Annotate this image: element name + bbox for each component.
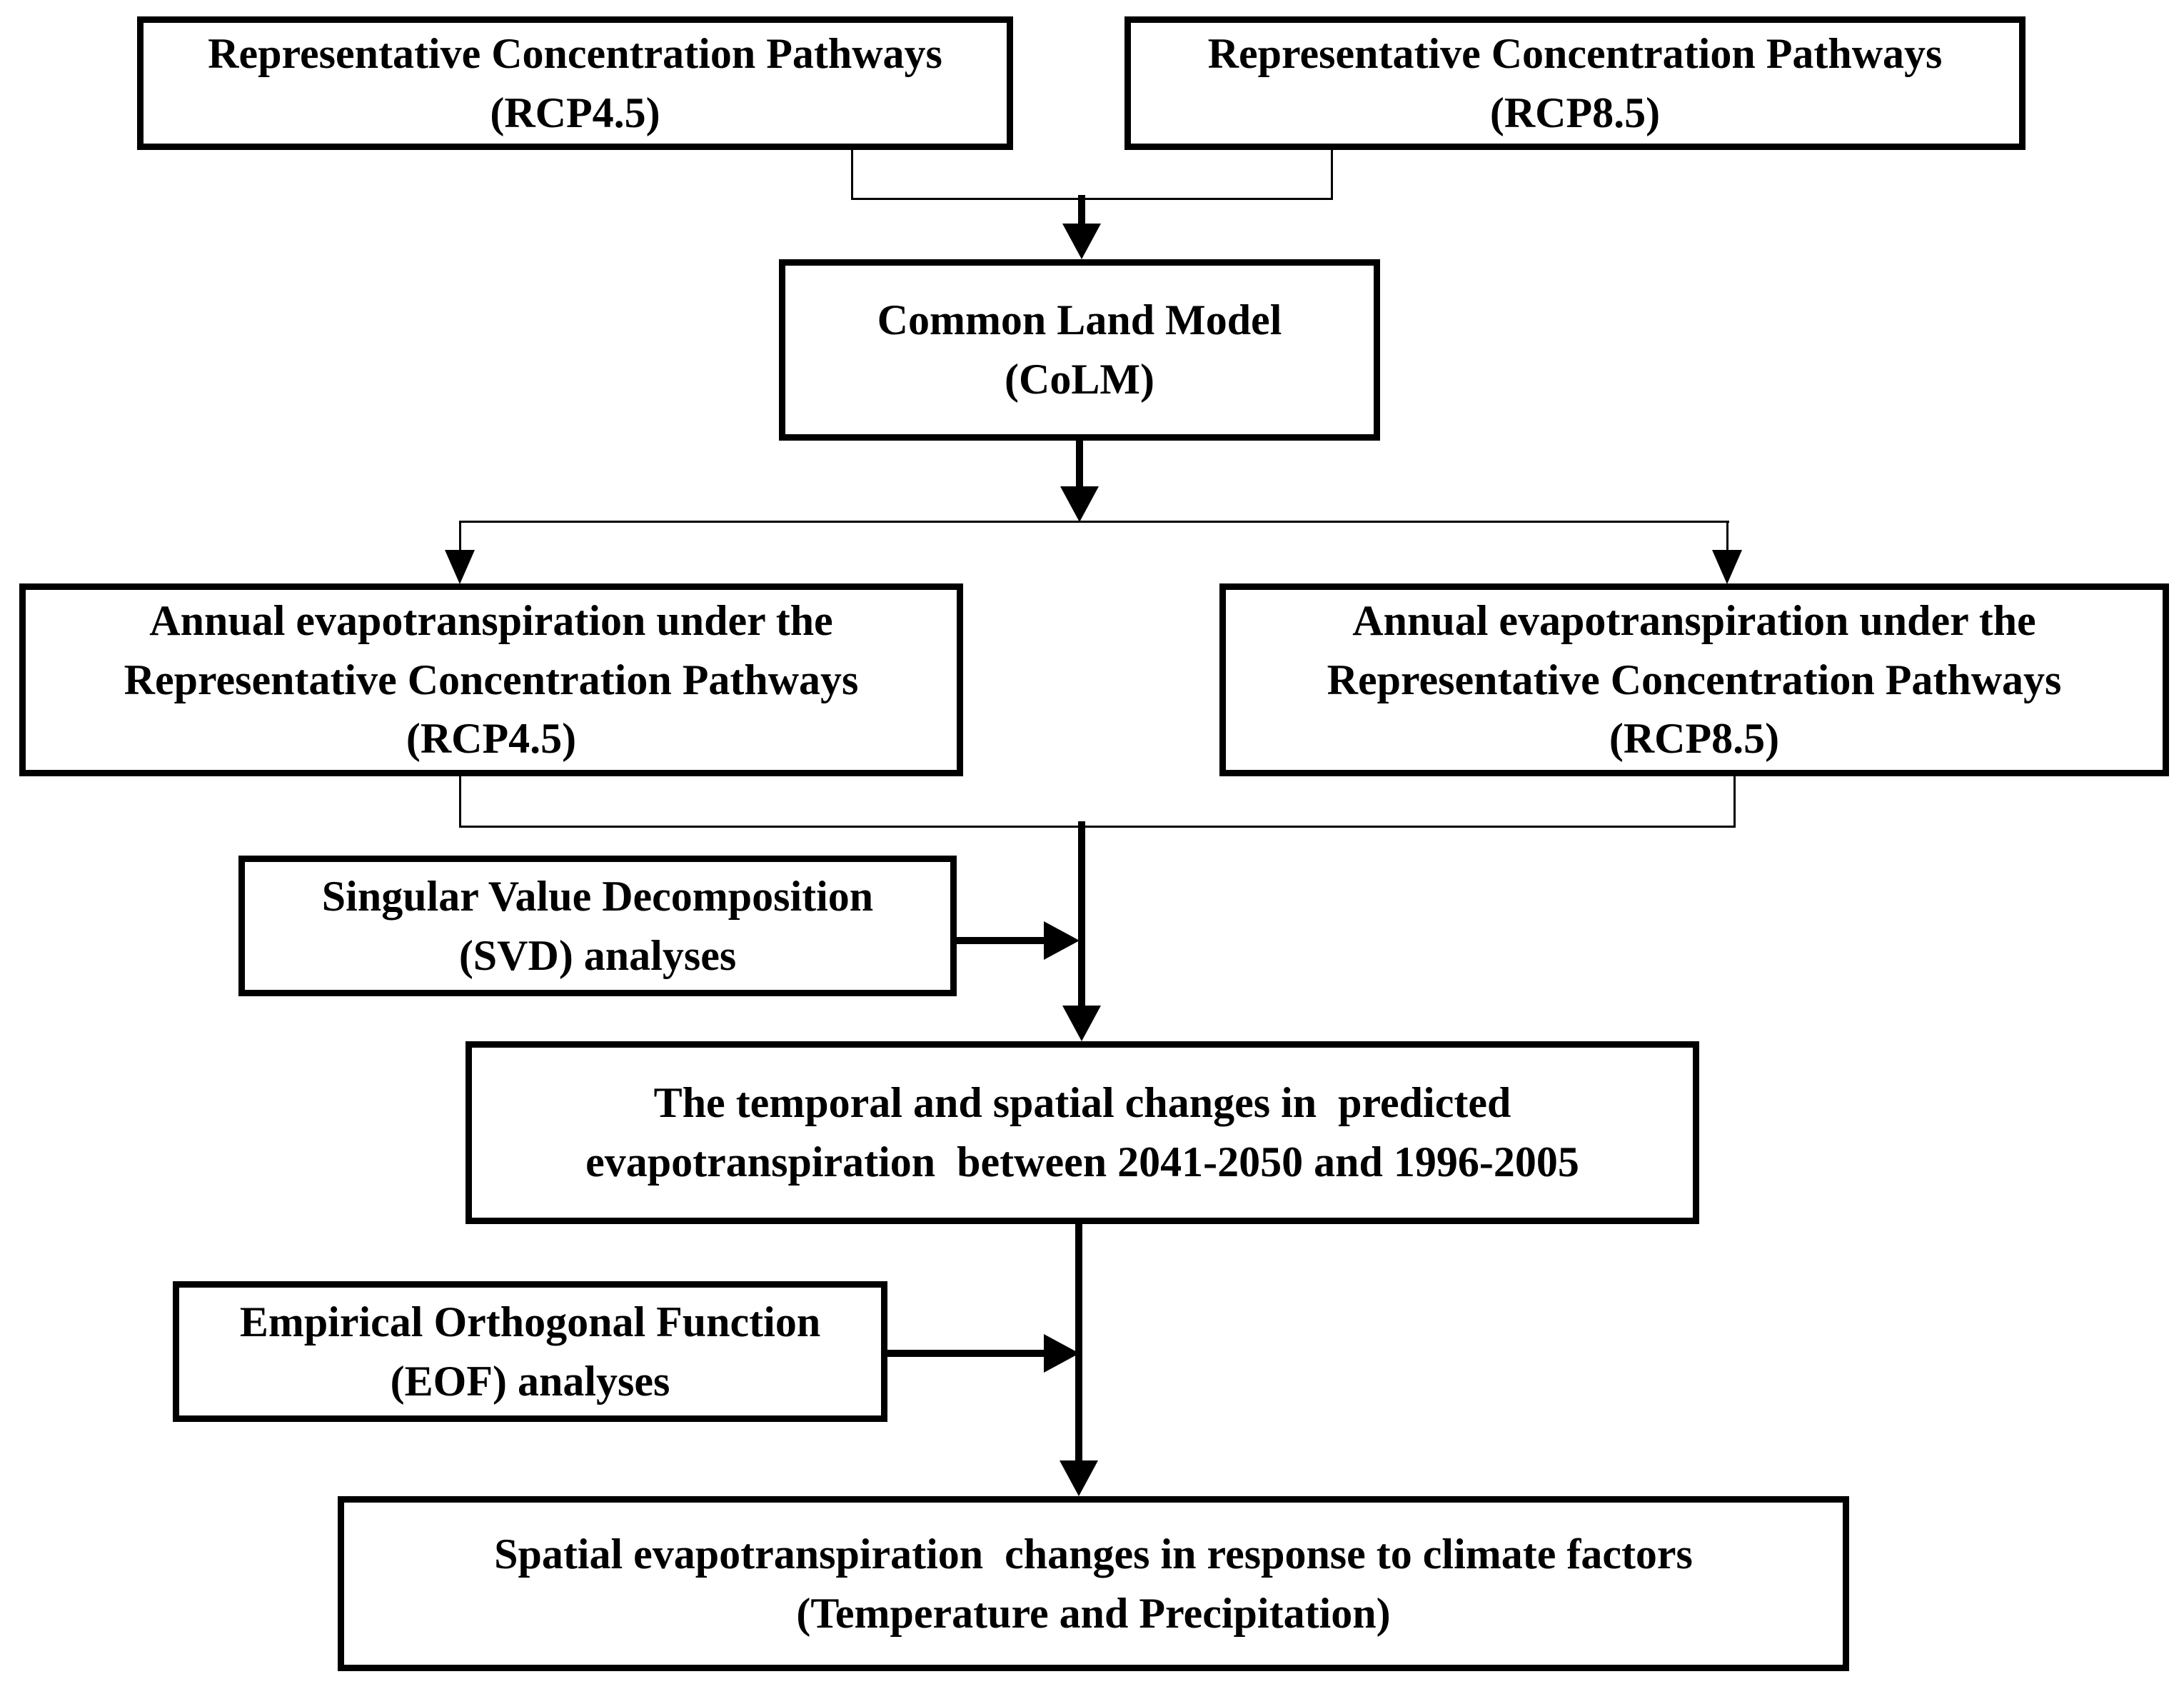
node-temporal-line-1: The temporal and spatial changes in pred…: [653, 1079, 1511, 1127]
arrow-to-colm-head-icon: [1062, 224, 1101, 259]
connector-rcp45-drop-line: [851, 150, 853, 200]
connector-top-merge-line: [851, 198, 1333, 200]
node-annual-rcp85-line-1: Annual evapotranspiration under the: [1352, 596, 2036, 644]
arrow-eof-head-icon: [1044, 1334, 1080, 1373]
node-rcp45-line-1: Representative Concentration Pathways: [208, 29, 942, 77]
node-eof-line-2: (EOF) analyses: [390, 1357, 670, 1405]
connector-rcp85-drop-line: [1331, 150, 1333, 200]
node-eof-line-1: Empirical Orthogonal Function: [239, 1298, 821, 1345]
node-spatial-line-2: (Temperature and Precipitation): [796, 1589, 1391, 1637]
arrow-to-colm-shaft: [1078, 195, 1085, 227]
arrow-to-temporal-head-icon: [1062, 1006, 1101, 1041]
node-annual-rcp45-line-1: Annual evapotranspiration under the: [149, 596, 833, 644]
arrow-to-spatial-head-icon: [1060, 1460, 1098, 1496]
arrow-to-annual-rcp85-shaft: [1726, 521, 1728, 553]
node-rcp85: Representative Concentration Pathways (R…: [1124, 16, 2026, 150]
arrow-to-annual-rcp85-head-icon: [1712, 550, 1742, 584]
node-rcp45-line-2: (RCP4.5): [490, 89, 660, 136]
node-annual-rcp85-line-2: Representative Concentration Pathways: [1327, 656, 2062, 703]
node-annual-rcp85-line-3: (RCP8.5): [1609, 715, 1780, 763]
arrow-to-annual-rcp45-shaft: [459, 521, 461, 553]
node-svd-line-1: Singular Value Decomposition: [321, 872, 874, 920]
node-colm-line-2: (CoLM): [1005, 356, 1154, 403]
connector-bottom-merge-line: [459, 826, 1736, 828]
connector-annual-rcp45-drop-line: [459, 776, 461, 828]
node-spatial: Spatial evapotranspiration changes in re…: [338, 1496, 1849, 1671]
arrow-svd-shaft: [954, 937, 1047, 944]
arrow-svd-head-icon: [1044, 921, 1080, 960]
connector-annual-rcp85-drop-line: [1733, 776, 1736, 828]
node-temporal-line-2: evapotranspiration between 2041-2050 and…: [585, 1138, 1579, 1186]
arrow-to-annual-rcp45-head-icon: [445, 550, 475, 584]
node-annual-rcp85: Annual evapotranspiration under the Repr…: [1219, 583, 2169, 776]
node-colm-line-1: Common Land Model: [877, 296, 1282, 344]
node-svd: Singular Value Decomposition (SVD) analy…: [238, 856, 957, 996]
node-annual-rcp45-line-3: (RCP4.5): [406, 715, 577, 763]
node-annual-rcp45: Annual evapotranspiration under the Repr…: [19, 583, 963, 776]
node-annual-rcp45-line-2: Representative Concentration Pathways: [124, 656, 859, 703]
arrow-to-temporal-shaft: [1078, 821, 1085, 1008]
node-svd-line-2: (SVD) analyses: [458, 931, 737, 979]
node-eof: Empirical Orthogonal Function (EOF) anal…: [173, 1281, 887, 1422]
arrow-eof-shaft: [885, 1350, 1047, 1357]
node-rcp45: Representative Concentration Pathways (R…: [137, 16, 1013, 150]
node-rcp85-line-2: (RCP8.5): [1489, 89, 1661, 136]
arrow-colm-out-head-icon: [1060, 486, 1099, 522]
node-rcp85-line-1: Representative Concentration Pathways: [1207, 29, 1943, 77]
arrow-colm-out-shaft: [1076, 437, 1083, 488]
node-spatial-line-1: Spatial evapotranspiration changes in re…: [494, 1530, 1693, 1578]
connector-split-line: [460, 521, 1729, 523]
node-colm: Common Land Model (CoLM): [779, 259, 1380, 441]
node-temporal: The temporal and spatial changes in pred…: [466, 1041, 1699, 1224]
